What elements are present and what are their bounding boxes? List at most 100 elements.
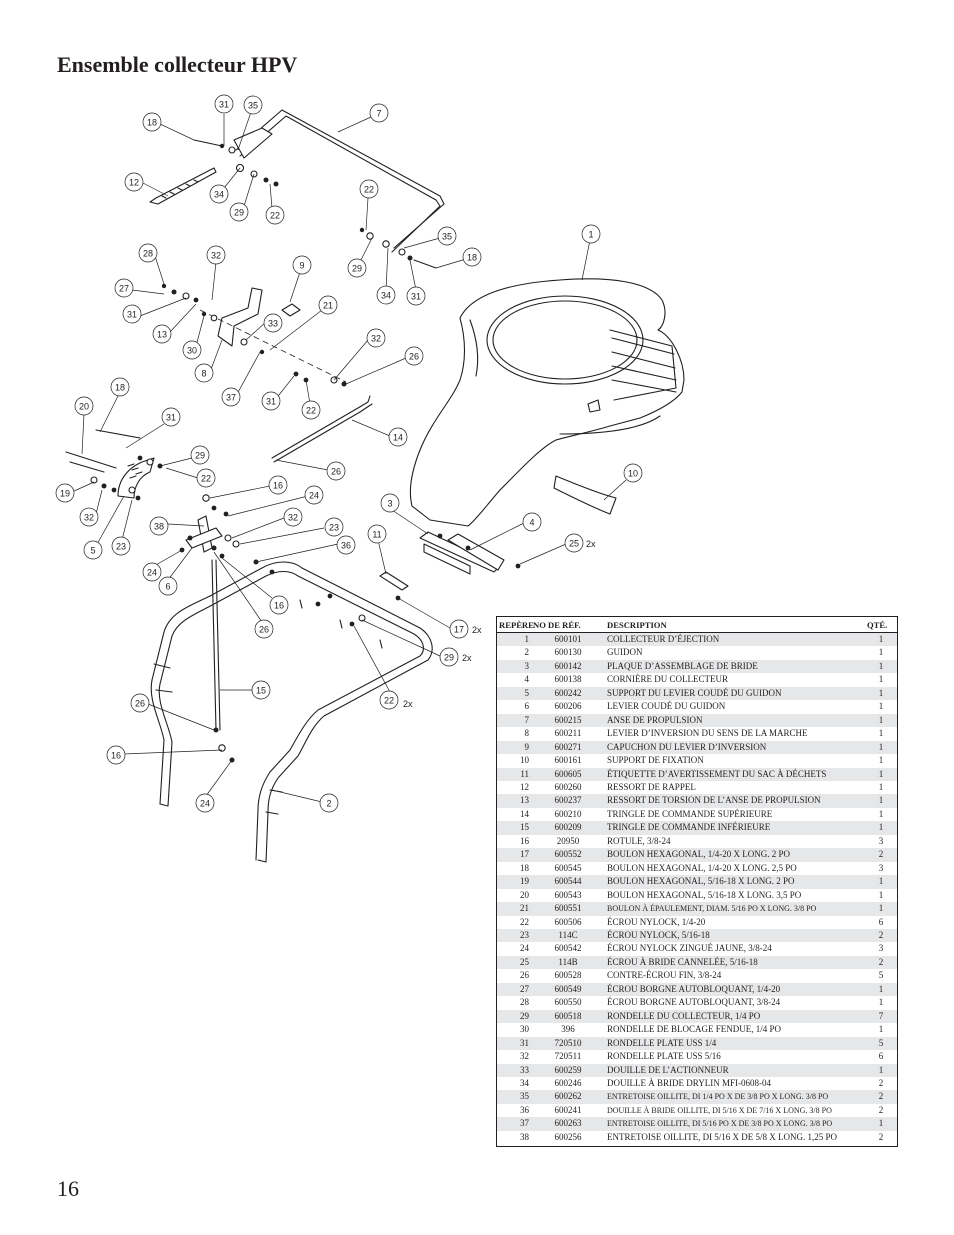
cell-qty: 3 (878, 835, 884, 846)
callout: 32 (283, 507, 303, 527)
svg-text:26: 26 (259, 625, 269, 635)
cell-qty: 2 (878, 1077, 884, 1088)
cell-repere: 11 (497, 767, 531, 781)
callout: 29 (439, 647, 459, 667)
cell-repere: 19 (497, 875, 531, 889)
cell-description: ÉCROU NYLOCK, 5/16-18 (605, 928, 865, 943)
svg-text:20: 20 (79, 402, 89, 412)
callout: 27 (114, 278, 134, 298)
callout: 22 (379, 690, 399, 710)
callout: 22 (196, 468, 216, 488)
cell-ref: 600242 (531, 686, 605, 701)
callout: 2 (319, 793, 339, 813)
callout: 1 (581, 224, 601, 244)
cell-repere: 35 (497, 1090, 531, 1104)
callout: 31 (261, 391, 281, 411)
cell-repere: 18 (520, 862, 529, 873)
svg-text:32: 32 (371, 334, 381, 344)
part-12-return-spring (149, 167, 217, 205)
cell-repere: 25 (497, 955, 531, 970)
cell-qty: 5 (878, 970, 884, 981)
cell-repere: 5 (497, 686, 531, 701)
qty-mark-17: 2x (472, 625, 482, 635)
callout: 3 (380, 493, 400, 513)
cell-qty: 1 (865, 875, 897, 889)
cell-description: SUPPORT DE FIXATION (607, 755, 704, 766)
callout: 17 (449, 619, 469, 639)
cell-repere: 10 (520, 755, 529, 766)
svg-text:18: 18 (115, 383, 125, 393)
callout: 35 (437, 226, 457, 246)
callout: 12 (124, 172, 144, 192)
cell-description: RESSORT DE RAPPEL (607, 781, 696, 792)
cell-description: ÉTIQUETTE D’AVERTISSEMENT DU SAC À DÉCHE… (605, 767, 865, 781)
callout: 24 (304, 485, 324, 505)
cell-description: DOUILLE DE L’ACTIONNEUR (605, 1063, 865, 1077)
cell-qty: 1 (865, 632, 897, 647)
callout: 9 (292, 255, 312, 275)
cell-description: RONDELLE DE BLOCAGE FENDUE, 1/4 PO (607, 1024, 781, 1035)
cell-repere: 14 (520, 808, 529, 819)
cell-repere: 3 (497, 659, 531, 674)
cell-description: LEVIER D’INVERSION DU SENS DE LA MARCHE (607, 728, 808, 739)
svg-text:37: 37 (226, 393, 236, 403)
header-description: DESCRIPTION (605, 617, 865, 633)
callout: 22 (265, 205, 285, 225)
cell-repere: 8 (524, 728, 530, 739)
cell-qty: 1 (878, 701, 884, 712)
cell-qty: 1 (878, 889, 884, 900)
callout-balloons: 31 35 7 18 12 34 29 22 22 35 29 34 31 18… (55, 94, 643, 813)
cell-repere: 26 (520, 970, 529, 981)
callout: 35 (243, 95, 263, 115)
callout: 37 (221, 387, 241, 407)
svg-text:16: 16 (274, 601, 284, 611)
qty-mark-29: 2x (462, 653, 472, 663)
cell-qty: 6 (878, 1051, 884, 1062)
cell-qty: 2 (865, 848, 897, 862)
svg-text:24: 24 (309, 491, 319, 501)
cell-description: PLAQUE D’ASSEMBLAGE DE BRIDE (605, 659, 865, 674)
cell-ref: 600259 (531, 1063, 605, 1077)
cell-description: BOULON À ÉPAULEMENT, DIAM. 5/16 PO X LON… (605, 902, 865, 916)
callout: 4 (522, 512, 542, 532)
svg-text:13: 13 (157, 330, 167, 340)
callout: 28 (138, 243, 158, 263)
svg-text:22: 22 (270, 211, 280, 221)
leader-lines (71, 111, 627, 803)
cell-repere: 1 (497, 632, 531, 647)
svg-text:17: 17 (454, 625, 464, 635)
callout: 13 (152, 324, 172, 344)
callout: 31 (406, 286, 426, 306)
cell-ref: 600246 (554, 1077, 582, 1088)
cell-repere: 37 (497, 1117, 531, 1131)
callout: 6 (158, 576, 178, 596)
part-14-upper-control-rod (271, 395, 373, 463)
svg-text:23: 23 (116, 542, 126, 552)
cell-repere: 22 (520, 916, 529, 927)
cell-description: TRINGLE DE COMMANDE SUPÉRIEURE (607, 808, 773, 819)
cell-qty: 3 (878, 943, 884, 954)
part-3-4-flange-plate-angle (419, 531, 505, 575)
cell-qty: 2 (878, 1104, 884, 1115)
svg-text:32: 32 (84, 513, 94, 523)
svg-text:31: 31 (166, 413, 176, 423)
cell-qty: 1 (878, 1024, 884, 1035)
cell-repere: 2 (524, 647, 530, 658)
callout: 34 (376, 285, 396, 305)
cell-description: CORNIÈRE DU COLLECTEUR (607, 674, 728, 685)
cell-ref: 396 (561, 1024, 575, 1035)
cell-qty: 5 (865, 1036, 897, 1051)
cell-repere: 21 (497, 902, 531, 916)
svg-text:33: 33 (268, 319, 278, 329)
cell-repere: 34 (520, 1077, 529, 1088)
